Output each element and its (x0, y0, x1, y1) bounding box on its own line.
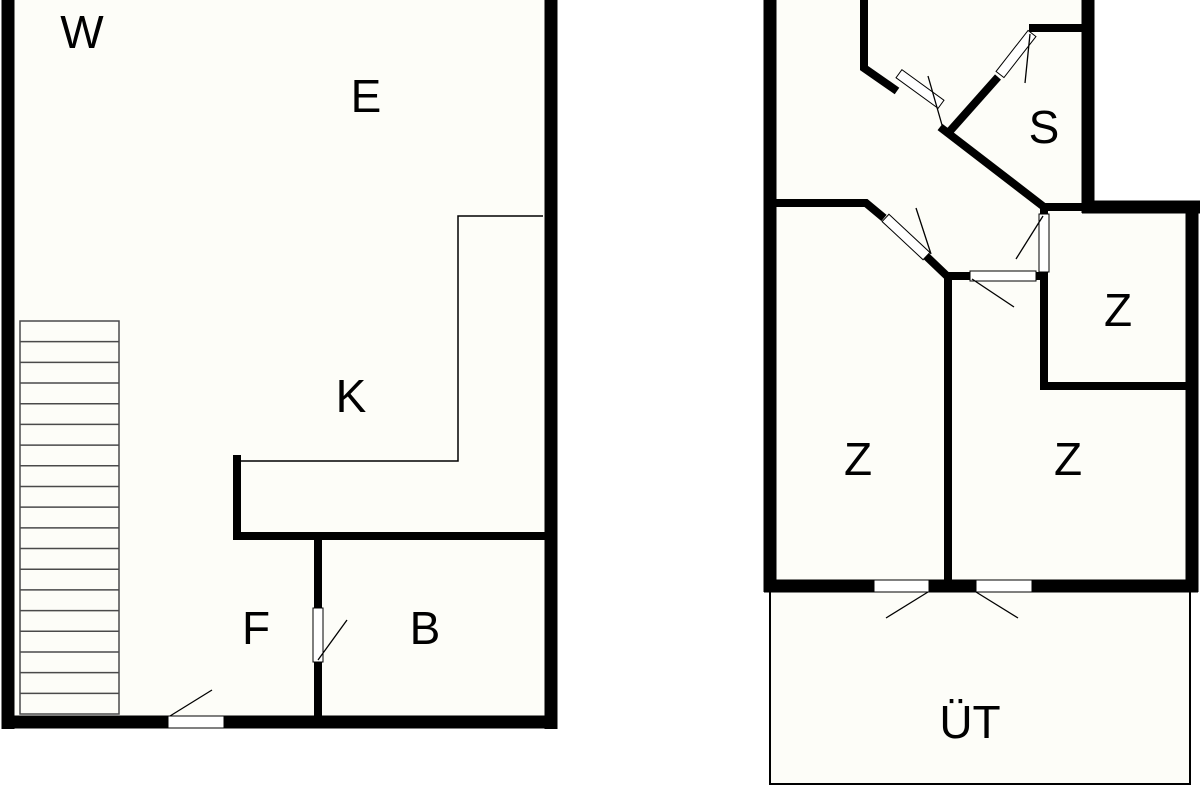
room-label-z-small: Z (1104, 284, 1132, 336)
bedroom-door-middle (969, 270, 1037, 308)
bedroom-top-wall (776, 199, 887, 222)
balcony (769, 589, 1191, 785)
room-label-w: W (60, 6, 104, 58)
storage-door-right (995, 29, 1037, 84)
small-room-wall (1036, 272, 1188, 390)
ground-floor-area (8, 0, 551, 722)
bedroom-corner-wall (922, 252, 950, 279)
storage-divider-wall (947, 74, 1001, 134)
room-label-s: S (1029, 101, 1060, 153)
balcony-door-left (873, 579, 930, 619)
room-label-z-left: Z (844, 433, 872, 485)
room-label-ut: ÜT (939, 696, 1000, 748)
entrance-door (167, 689, 225, 729)
kitchen-counter (239, 215, 543, 462)
staircase (19, 320, 120, 715)
room-label-b: B (410, 602, 441, 654)
balcony-door-right (975, 579, 1033, 619)
storage-door-left (895, 68, 945, 126)
room-label-k: K (336, 370, 367, 422)
room-label-f: F (242, 602, 270, 654)
upper-floor-plan: S Z Z Z ÜT (763, 0, 1200, 785)
small-room-door (1015, 213, 1050, 273)
bedroom-door-left (881, 207, 932, 261)
room-label-z-right: Z (1054, 433, 1082, 485)
storage-diagonal-wall (937, 123, 1047, 211)
bathroom-door (312, 607, 348, 663)
storage-left-wall (860, 0, 900, 95)
room-label-e: E (351, 70, 382, 122)
ground-floor-plan: W E K F B (1, 0, 558, 729)
